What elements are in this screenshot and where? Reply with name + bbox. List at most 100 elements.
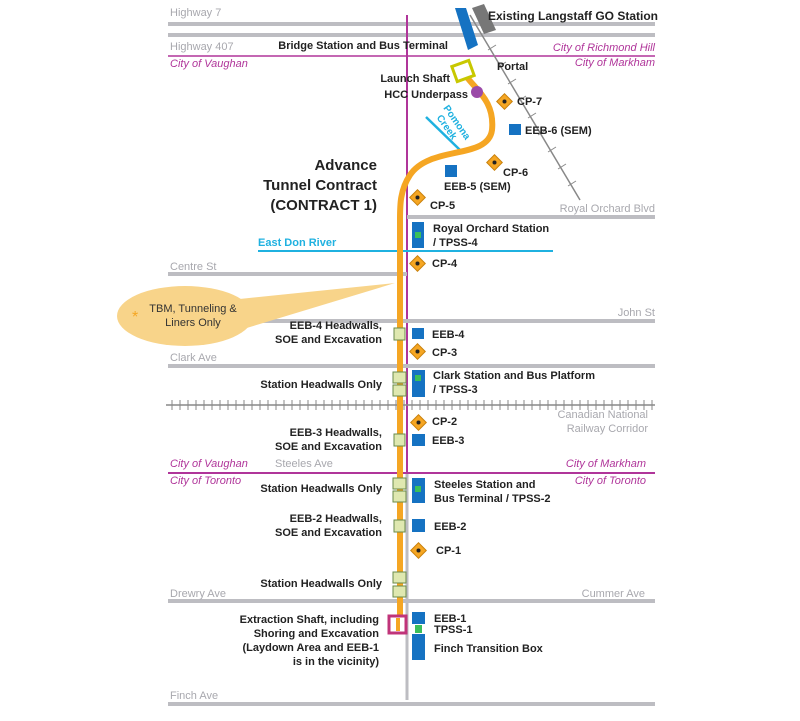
eeb-4-icon: [412, 328, 424, 339]
city-vaughan-south-label: City of Vaughan: [170, 458, 248, 470]
tunnel-alignment: [397, 70, 496, 625]
cp-1-label: CP-1: [436, 545, 461, 557]
tpss-1-icon: [415, 625, 422, 633]
callout-line-2: Liners Only: [165, 317, 221, 329]
royal-orchard-label: Royal Orchard Blvd: [560, 203, 655, 215]
langstaff-station-icon: [472, 4, 496, 34]
eeb-2-headwalls-label: EEB-2 Headwalls,: [290, 513, 382, 525]
callout-line-1: TBM, Tunneling &: [149, 303, 237, 315]
steeles-station-label: Steeles Station and: [434, 479, 535, 491]
clark-station-label: Clark Station and Bus Platform: [433, 370, 595, 382]
railway-label-2: Railway Corridor: [567, 423, 649, 435]
extraction-label-4: is in the vicinity): [293, 656, 380, 668]
eeb-3-icon: [412, 434, 425, 446]
eeb-4-soe-label: SOE and Excavation: [275, 334, 382, 346]
cn-railway-ticks: [166, 400, 655, 410]
bridge-station-label: Bridge Station and Bus Terminal: [278, 40, 448, 52]
royal-orchard-station-label: Royal Orchard Station: [433, 223, 549, 235]
drewry-ave-label: Drewry Ave: [170, 588, 226, 600]
cp-2-label: CP-2: [432, 416, 457, 428]
highway-7: Highway 7: [168, 7, 655, 26]
go-rail-ticks: [487, 44, 577, 187]
highway-407-label: Highway 407: [170, 41, 234, 53]
cp-6-marker: [486, 154, 503, 171]
finch-transition-box-label: Finch Transition Box: [434, 643, 544, 655]
hcc-underpass-label: HCC Underpass: [384, 89, 468, 101]
cp-3-label: CP-3: [432, 347, 457, 359]
eeb-2-label: EEB-2: [434, 521, 466, 533]
tpss-icon: [415, 486, 421, 492]
tpss-4-label: / TPSS-4: [433, 237, 479, 249]
tpss-icon: [415, 232, 421, 238]
eeb-1-label: EEB-1: [434, 613, 466, 625]
eeb-1-icon: [412, 612, 425, 624]
cp-7-label: CP-7: [517, 96, 542, 108]
portal-label: Portal: [497, 61, 528, 73]
eeb-2-soe-label: SOE and Excavation: [275, 527, 382, 539]
eeb-4-headwall-icon: [393, 327, 406, 341]
clark-headwalls-label: Station Headwalls Only: [260, 379, 383, 391]
tunnel-end: [396, 618, 400, 631]
title-line-3: (CONTRACT 1): [270, 197, 377, 214]
hcc-underpass-icon: [471, 86, 483, 98]
finch-transition-box-icon: [412, 634, 425, 660]
eeb-6-icon: [509, 124, 521, 135]
extraction-label-1: Extraction Shaft, including: [240, 614, 379, 626]
title-line-1: Advance: [314, 157, 377, 174]
launch-shaft-icon: [449, 58, 477, 84]
cp-3-marker: [409, 343, 426, 360]
tpss-2-label: Bus Terminal / TPSS-2: [434, 493, 551, 505]
eeb-5-label: EEB-5 (SEM): [444, 181, 511, 193]
clark-headwall-north-icon: [392, 371, 407, 384]
eeb-5-icon: [445, 165, 457, 177]
title-line-2: Tunnel Contract: [263, 177, 377, 194]
steeles-headwalls-label: Station Headwalls Only: [260, 483, 383, 495]
cp-2-marker: [410, 414, 427, 431]
eeb-3-label: EEB-3: [432, 435, 464, 447]
city-markham-south-label: City of Markham: [566, 458, 646, 470]
tpss-3-label: / TPSS-3: [433, 384, 478, 396]
highway-407: Highway 407: [168, 33, 655, 53]
finch-ave-label: Finch Ave: [170, 690, 218, 702]
city-toronto-right-label: City of Toronto: [575, 475, 646, 487]
steeles-ave-label: Steeles Ave: [275, 458, 333, 470]
highway-7-label: Highway 7: [170, 7, 221, 19]
eeb-4-label: EEB-4: [432, 329, 465, 341]
eeb-6-label: EEB-6 (SEM): [525, 125, 592, 137]
clark-ave-label: Clark Ave: [170, 352, 217, 364]
tbm-callout: * TBM, Tunneling & Liners Only: [117, 283, 395, 346]
john-st-label: John St: [618, 307, 655, 319]
cummer-headwalls-label: Station Headwalls Only: [260, 578, 383, 590]
cummer-headwall-north-icon: [392, 571, 407, 584]
extraction-label-2: Shoring and Excavation: [254, 628, 380, 640]
city-richmond-hill-label: City of Richmond Hill: [553, 42, 656, 54]
railway-label-1: Canadian National: [557, 409, 648, 421]
steeles-headwall-north-icon: [392, 477, 407, 490]
cp-5-label: CP-5: [430, 200, 455, 212]
bridge-station-icon: [455, 8, 478, 50]
cp-1-marker: [410, 542, 427, 559]
eeb-3-soe-label: SOE and Excavation: [275, 441, 382, 453]
langstaff-label: Existing Langstaff GO Station: [488, 9, 658, 23]
tpss-icon: [415, 375, 421, 381]
clark-headwall-south-icon: [392, 384, 407, 397]
go-rail-line: [469, 14, 581, 201]
steeles-headwall-south-icon: [392, 490, 407, 503]
cummer-ave-label: Cummer Ave: [582, 588, 645, 600]
east-don-river-label: East Don River: [258, 237, 337, 249]
cummer-headwall-south-icon: [392, 585, 407, 598]
cp-5-marker: [409, 189, 426, 206]
launch-shaft-label: Launch Shaft: [380, 73, 450, 85]
clark-station-icon: [412, 370, 425, 397]
eeb-3-headwall-icon: [393, 433, 406, 447]
eeb-4-headwalls-label: EEB-4 Headwalls,: [290, 320, 382, 332]
pomona-creek: [425, 116, 461, 151]
city-toronto-left-label: City of Toronto: [170, 475, 241, 487]
extraction-label-3: (Laydown Area and EEB-1: [242, 642, 379, 654]
city-vaughan-label: City of Vaughan: [170, 58, 248, 70]
eeb-3-headwalls-label: EEB-3 Headwalls,: [290, 427, 382, 439]
cp-4-label: CP-4: [432, 258, 458, 270]
cp-7-marker: [496, 93, 513, 110]
city-markham-label: City of Markham: [575, 57, 655, 69]
